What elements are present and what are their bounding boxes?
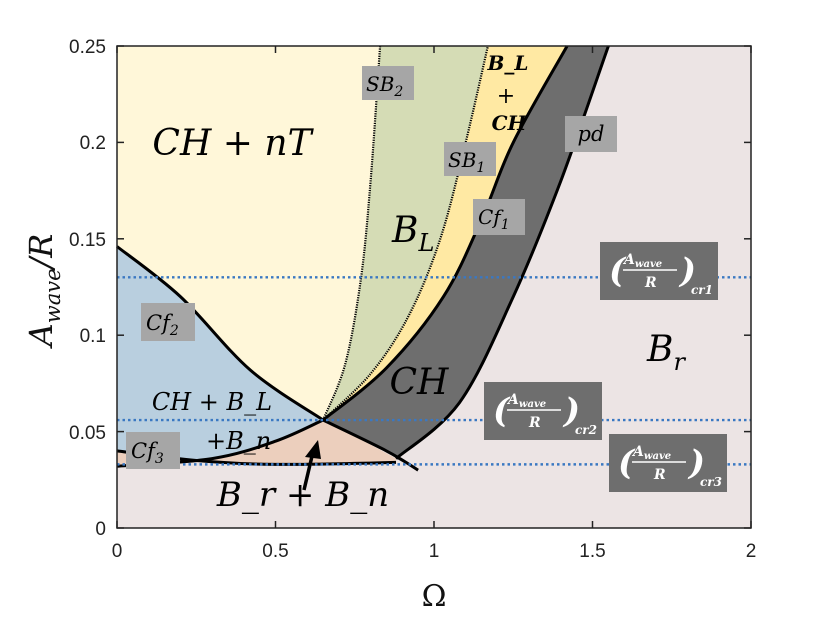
y-tick-label: 0.15: [69, 230, 106, 251]
label-box-pd: [565, 116, 617, 152]
x-tick-label: 2: [746, 541, 757, 562]
region-label-bn-line2: +B_n: [206, 427, 271, 455]
cr2-subscript: cr2: [575, 423, 597, 437]
label-sb2: SB2: [366, 72, 403, 100]
critical-amplitude-cr2: ( Awave R ) cr2: [484, 382, 602, 440]
y-tick-label: 0.05: [69, 423, 106, 444]
axis-ticks: [116, 45, 752, 529]
label-box-sb1: [444, 142, 496, 176]
y-axis-title: Awave/R: [22, 234, 65, 350]
region-bl-ch-fill: [323, 46, 568, 420]
svg-text:): ): [687, 443, 705, 483]
arrow-shaft: [302, 451, 315, 491]
x-tick-label: 1.5: [579, 541, 605, 562]
svg-text:): ): [678, 251, 696, 291]
y-tick-label: 0: [95, 519, 106, 540]
svg-text:R: R: [528, 415, 541, 431]
region-ch-bl-bn-fill: [117, 246, 324, 467]
label-box-cf1: [473, 199, 525, 235]
x-tick-label: 0: [112, 541, 123, 562]
x-axis-title: Ω: [422, 579, 447, 614]
svg-text:R: R: [644, 275, 657, 291]
boundary-cf2-line: [116, 245, 324, 422]
region-label-ch-nt: CH + nT: [152, 123, 314, 164]
region-bl-fill: [323, 46, 488, 420]
y-tick-label: 0.25: [69, 37, 106, 58]
boundary-sb2-line: [322, 45, 382, 421]
arrow-head-icon: [305, 440, 321, 459]
label-sb1: SB1: [448, 148, 485, 176]
region-label-br-bn: B_r + B_n: [216, 475, 389, 515]
region-label-bl-ch-line1: B_L: [487, 51, 529, 75]
label-pd: pd: [578, 122, 605, 146]
svg-text:): ): [562, 391, 580, 431]
y-tick-label: 0.2: [80, 133, 106, 154]
label-cf1: Cf1: [478, 205, 510, 233]
region-label-bl: BL: [391, 210, 434, 257]
svg-text:(: (: [493, 391, 511, 431]
x-tick-label: 1: [429, 541, 440, 562]
svg-text:R: R: [653, 467, 666, 483]
region-br-bn-fill: [117, 420, 396, 467]
cr1-subscript: cr1: [691, 283, 713, 297]
cr3-subscript: cr3: [700, 475, 722, 489]
label-box-sb2: [362, 66, 414, 100]
region-label-ch: CH: [390, 362, 450, 403]
label-box-cf3: [126, 432, 180, 469]
label-cf2: Cf2: [146, 311, 179, 339]
svg-text:(: (: [609, 251, 627, 291]
region-label-br: Br: [646, 329, 686, 376]
label-box-cf2: [141, 303, 195, 341]
label-cf3: Cf3: [131, 439, 164, 467]
y-tick-label: 0.1: [80, 326, 106, 347]
region-label-ch-bl-line1: CH + B_L: [152, 388, 272, 416]
boundary-br-bn-right-line: [322, 418, 419, 472]
critical-amplitude-cr1: ( Awave R ) cr1: [600, 242, 718, 300]
svg-text:(: (: [618, 443, 636, 483]
critical-amplitude-cr3: ( Awave R ) cr3: [609, 434, 727, 492]
region-ch-nt-fill: [117, 46, 381, 420]
boundary-sb1-line: [322, 45, 489, 421]
boundary-cf1-line: [322, 45, 569, 422]
x-tick-label: 0.5: [262, 541, 288, 562]
region-label-bl-ch-line2: +: [497, 84, 515, 109]
region-label-bl-ch-line3: CH: [492, 111, 528, 135]
